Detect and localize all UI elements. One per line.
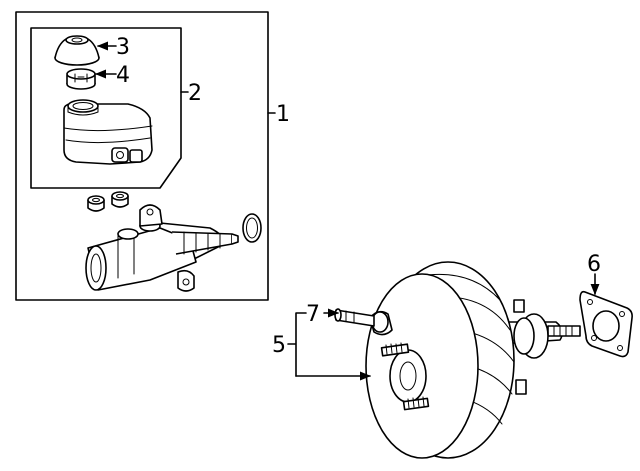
callout-1: 1 [276,102,290,127]
brake-booster [365,261,581,459]
reservoir-strainer [66,68,96,90]
fluid-reservoir [63,99,153,165]
reservoir-grommets [87,191,129,212]
callout-3: 3 [116,35,130,60]
callout-2: 2 [188,81,202,106]
callout-7: 7 [306,302,320,327]
bracket-5 [287,312,307,377]
assembly-1-frame [15,11,269,301]
callout-5: 5 [272,333,286,358]
callout-6: 6 [587,252,601,277]
booster-gasket [579,290,633,358]
callout-4: 4 [116,63,130,88]
assembly-2-frame [30,27,182,189]
vacuum-check-valve [334,308,375,327]
master-cylinder [85,204,239,292]
reservoir-cap [54,35,100,66]
o-ring [242,213,262,243]
